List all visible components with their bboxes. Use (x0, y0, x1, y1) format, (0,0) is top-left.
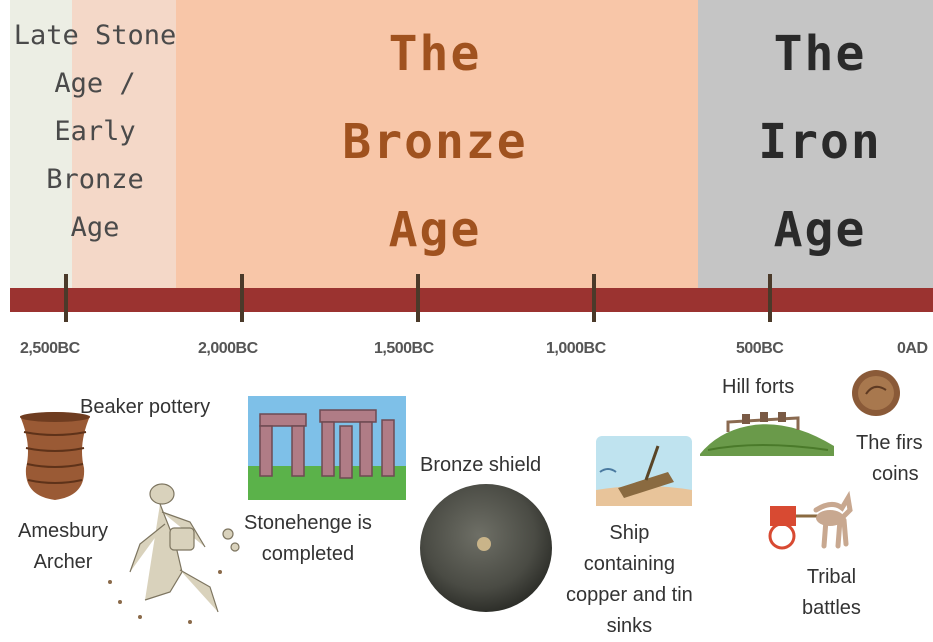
late-stone-early-bronze-title: Late Stone Age / Early Bronze Age (10, 12, 180, 252)
era-line: Age (300, 186, 570, 274)
bronze-shield-image (418, 482, 554, 614)
era-line: Age / (10, 60, 180, 108)
coin-image (850, 368, 902, 418)
tick-label-1500bc: 1,500BC (374, 340, 434, 358)
label-line: Tribal (802, 562, 861, 593)
beaker-pottery-label: Beaker pottery (80, 392, 210, 423)
stonehenge-image (248, 396, 406, 500)
tick-label-2500bc: 2,500BC (20, 340, 80, 358)
tick-mark (592, 274, 596, 322)
label-line: containing (566, 549, 693, 580)
tick-label-1000bc: 1,000BC (546, 340, 606, 358)
label-line: The firs (856, 428, 923, 459)
timeline-bar (10, 288, 933, 312)
ship-image (594, 432, 694, 510)
era-line: Iron (730, 98, 910, 186)
era-line: The (300, 10, 570, 98)
label-line: Ship (566, 518, 693, 549)
bronze-age-title: The Bronze Age (300, 10, 570, 274)
era-line: Early (10, 108, 180, 156)
label-line: sinks (566, 611, 693, 642)
tribal-battles-label: Tribal battles (802, 562, 861, 624)
era-line: Age (10, 204, 180, 252)
label-line: Stonehenge is (244, 508, 372, 539)
hill-forts-label: Hill forts (722, 372, 794, 403)
skeleton-image (100, 472, 250, 632)
iron-age-title: The Iron Age (730, 10, 910, 274)
first-coins-label: The firs coins (856, 428, 923, 490)
era-line: The (730, 10, 910, 98)
hill-fort-image (698, 404, 836, 458)
era-line: Age (730, 186, 910, 274)
tick-mark (416, 274, 420, 322)
label-line: copper and tin (566, 580, 693, 611)
label-line: Amesbury (18, 516, 108, 547)
beaker-pot-image (14, 410, 96, 502)
stonehenge-label: Stonehenge is completed (244, 508, 372, 570)
tick-mark (64, 274, 68, 322)
ship-label: Ship containing copper and tin sinks (566, 518, 693, 642)
era-line: Late Stone (10, 12, 180, 60)
chariot-image (760, 490, 856, 560)
era-line: Bronze (10, 156, 180, 204)
tick-label-0ad: 0AD (897, 340, 928, 358)
tick-mark (768, 274, 772, 322)
era-line: Bronze (300, 98, 570, 186)
label-line: coins (856, 459, 923, 490)
amesbury-archer-label: Amesbury Archer (18, 516, 108, 578)
label-line: battles (802, 593, 861, 624)
tick-mark (240, 274, 244, 322)
label-line: completed (244, 539, 372, 570)
label-line: Archer (18, 547, 108, 578)
tick-label-2000bc: 2,000BC (198, 340, 258, 358)
tick-label-500bc: 500BC (736, 340, 783, 358)
bronze-shield-label: Bronze shield (420, 450, 541, 481)
